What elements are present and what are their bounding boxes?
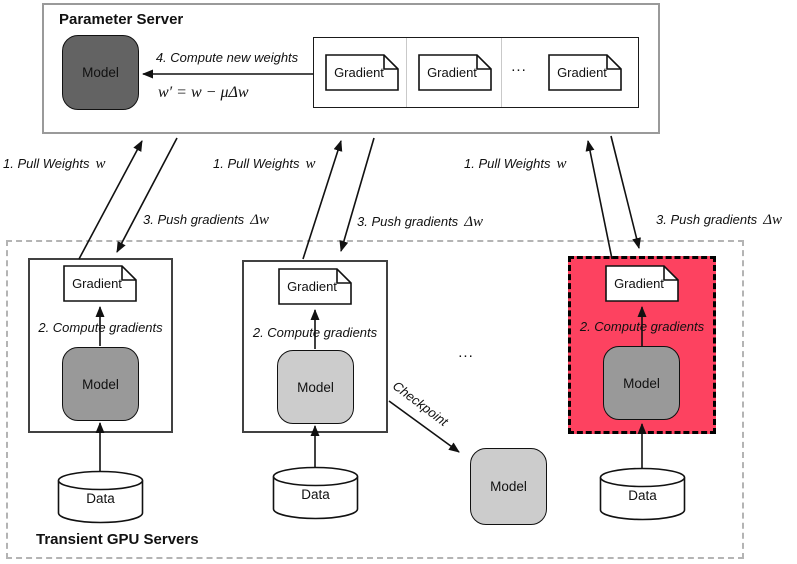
transient-gpu-servers-group (6, 240, 744, 559)
data-label: Data (301, 487, 330, 502)
compute-gradients-label: 2. Compute gradients (579, 319, 705, 334)
database-icon (599, 467, 686, 521)
data-cylinder-1: Data (57, 470, 144, 524)
worker-model: Model (62, 347, 139, 421)
gradient-doc-label: Gradient (614, 276, 664, 291)
data-cylinder-2: Data (272, 466, 359, 520)
gradient-doc-label: Gradient (287, 279, 337, 294)
compute-gradients-label: 2. Compute gradients (252, 325, 378, 340)
document-icon (548, 54, 622, 91)
document-icon (418, 54, 492, 91)
model-label: Model (82, 65, 119, 80)
worker-model: Model (603, 346, 680, 420)
worker-model: Model (277, 350, 354, 424)
checkpoint-model: Model (470, 448, 547, 525)
queue-divider (406, 38, 407, 107)
worker-box-1: Gradient 2. Compute gradients Model (28, 258, 173, 433)
gradient-doc-label: Gradient (334, 65, 384, 80)
compute-new-weights-label: 4. Compute new weights (155, 50, 299, 65)
gradient-queue-ellipsis: ... (511, 58, 527, 75)
worker-box-transient: Gradient 2. Compute gradients Model (568, 256, 716, 434)
weight-update-formula: w′ = w − μΔw (158, 84, 249, 101)
model-label: Model (623, 375, 660, 391)
document-icon (278, 268, 352, 305)
transient-gpu-servers-title: Transient GPU Servers (36, 531, 199, 548)
queue-divider (501, 38, 502, 107)
parameter-server-title: Parameter Server (59, 11, 184, 28)
model-label: Model (297, 379, 334, 395)
push-gradients-arrow-1 (116, 137, 178, 253)
gradient-doc-label: Gradient (427, 65, 477, 80)
database-icon (272, 466, 359, 520)
database-icon (57, 470, 144, 524)
push-gradients-arrow-3 (610, 135, 641, 249)
gradient-doc: Gradient (418, 54, 492, 91)
gradient-doc: Gradient (63, 265, 137, 302)
gradient-doc-label: Gradient (557, 65, 607, 80)
data-label: Data (86, 491, 115, 506)
compute-gradients-label: 2. Compute gradients (38, 320, 163, 335)
gradient-doc-label: Gradient (72, 276, 122, 291)
worker-box-2: Gradient 2. Compute gradients Model (242, 260, 388, 433)
document-icon (605, 265, 679, 302)
push-gradients-arrow-2 (339, 137, 375, 252)
data-cylinder-3: Data (599, 467, 686, 521)
gradient-doc: Gradient (605, 265, 679, 302)
gradient-doc: Gradient (278, 268, 352, 305)
document-icon (325, 54, 399, 91)
gradient-doc: Gradient (325, 54, 399, 91)
data-label: Data (628, 488, 657, 503)
document-icon (63, 265, 137, 302)
model-label: Model (82, 376, 119, 392)
workers-ellipsis: ... (458, 344, 474, 361)
parameter-server-model: Model (62, 35, 139, 110)
model-label: Model (490, 479, 527, 494)
gradient-doc: Gradient (548, 54, 622, 91)
